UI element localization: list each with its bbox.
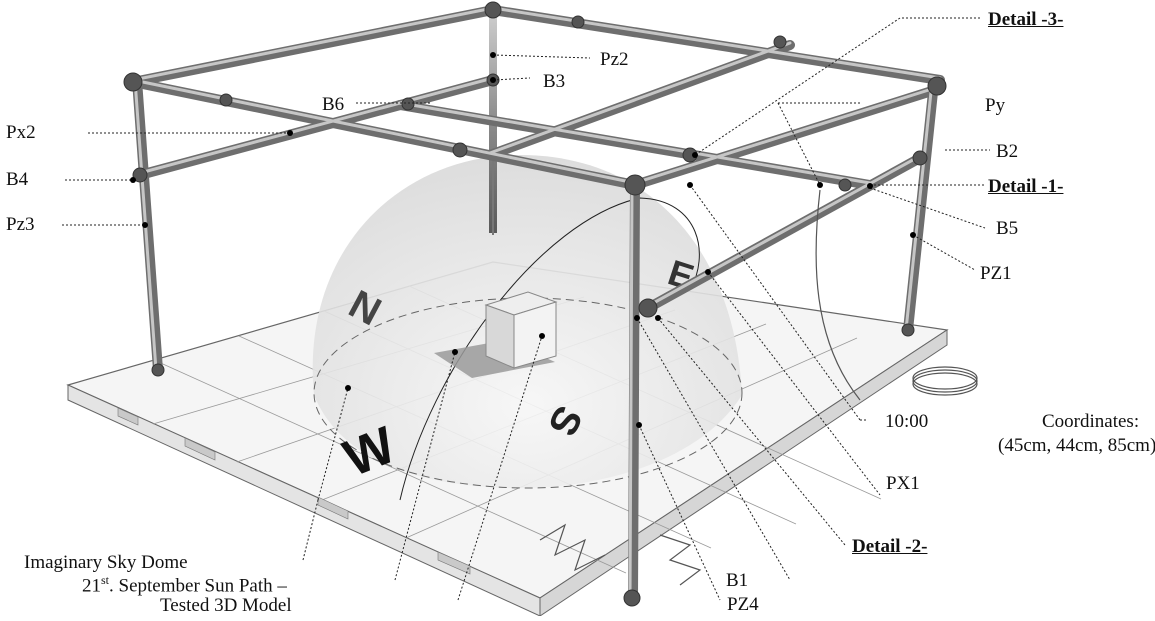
cable-coil — [815, 189, 978, 401]
label-b5: B5 — [996, 218, 1019, 239]
label-detail-1: Detail -1- — [988, 176, 1064, 197]
label-sky-dome: Imaginary Sky Dome — [24, 552, 188, 573]
sun-path-day: 21 — [82, 575, 101, 597]
sun-path-arc — [399, 197, 700, 501]
label-pz1: PZ1 — [980, 263, 1012, 284]
label-time: 10:00 — [885, 411, 929, 432]
label-pz2: Pz2 — [600, 49, 629, 70]
zigzag-brace — [539, 523, 702, 586]
label-b1: B1 — [726, 570, 749, 591]
label-b3: B3 — [543, 71, 566, 92]
tested-3d-model — [434, 291, 558, 378]
label-pz4: PZ4 — [727, 594, 759, 615]
label-py: Py — [985, 95, 1006, 116]
pipe-frame — [123, 1, 947, 607]
label-px1: PX1 — [886, 473, 920, 494]
leader-lines — [62, 17, 990, 601]
label-b6: B6 — [322, 94, 345, 115]
leader-dots — [130, 52, 916, 428]
label-px2: Px2 — [6, 122, 36, 143]
label-detail-3: Detail -3- — [988, 9, 1064, 30]
label-b2: B2 — [996, 141, 1019, 162]
label-coordinates-word: Coordinates: — [1042, 411, 1140, 432]
label-sun-path: 21st. September Sun Path – — [82, 574, 287, 595]
label-pz3: Pz3 — [6, 214, 35, 235]
label-coordinates-value: (45cm, 44cm, 85cm) — [998, 435, 1155, 456]
label-tested-model: Tested 3D Model — [160, 595, 292, 616]
sun-path-ordinal: st — [101, 573, 110, 587]
label-detail-2: Detail -2- — [852, 536, 928, 557]
label-b4: B4 — [6, 169, 29, 190]
sun-path-rest: . September Sun Path – — [109, 575, 287, 597]
